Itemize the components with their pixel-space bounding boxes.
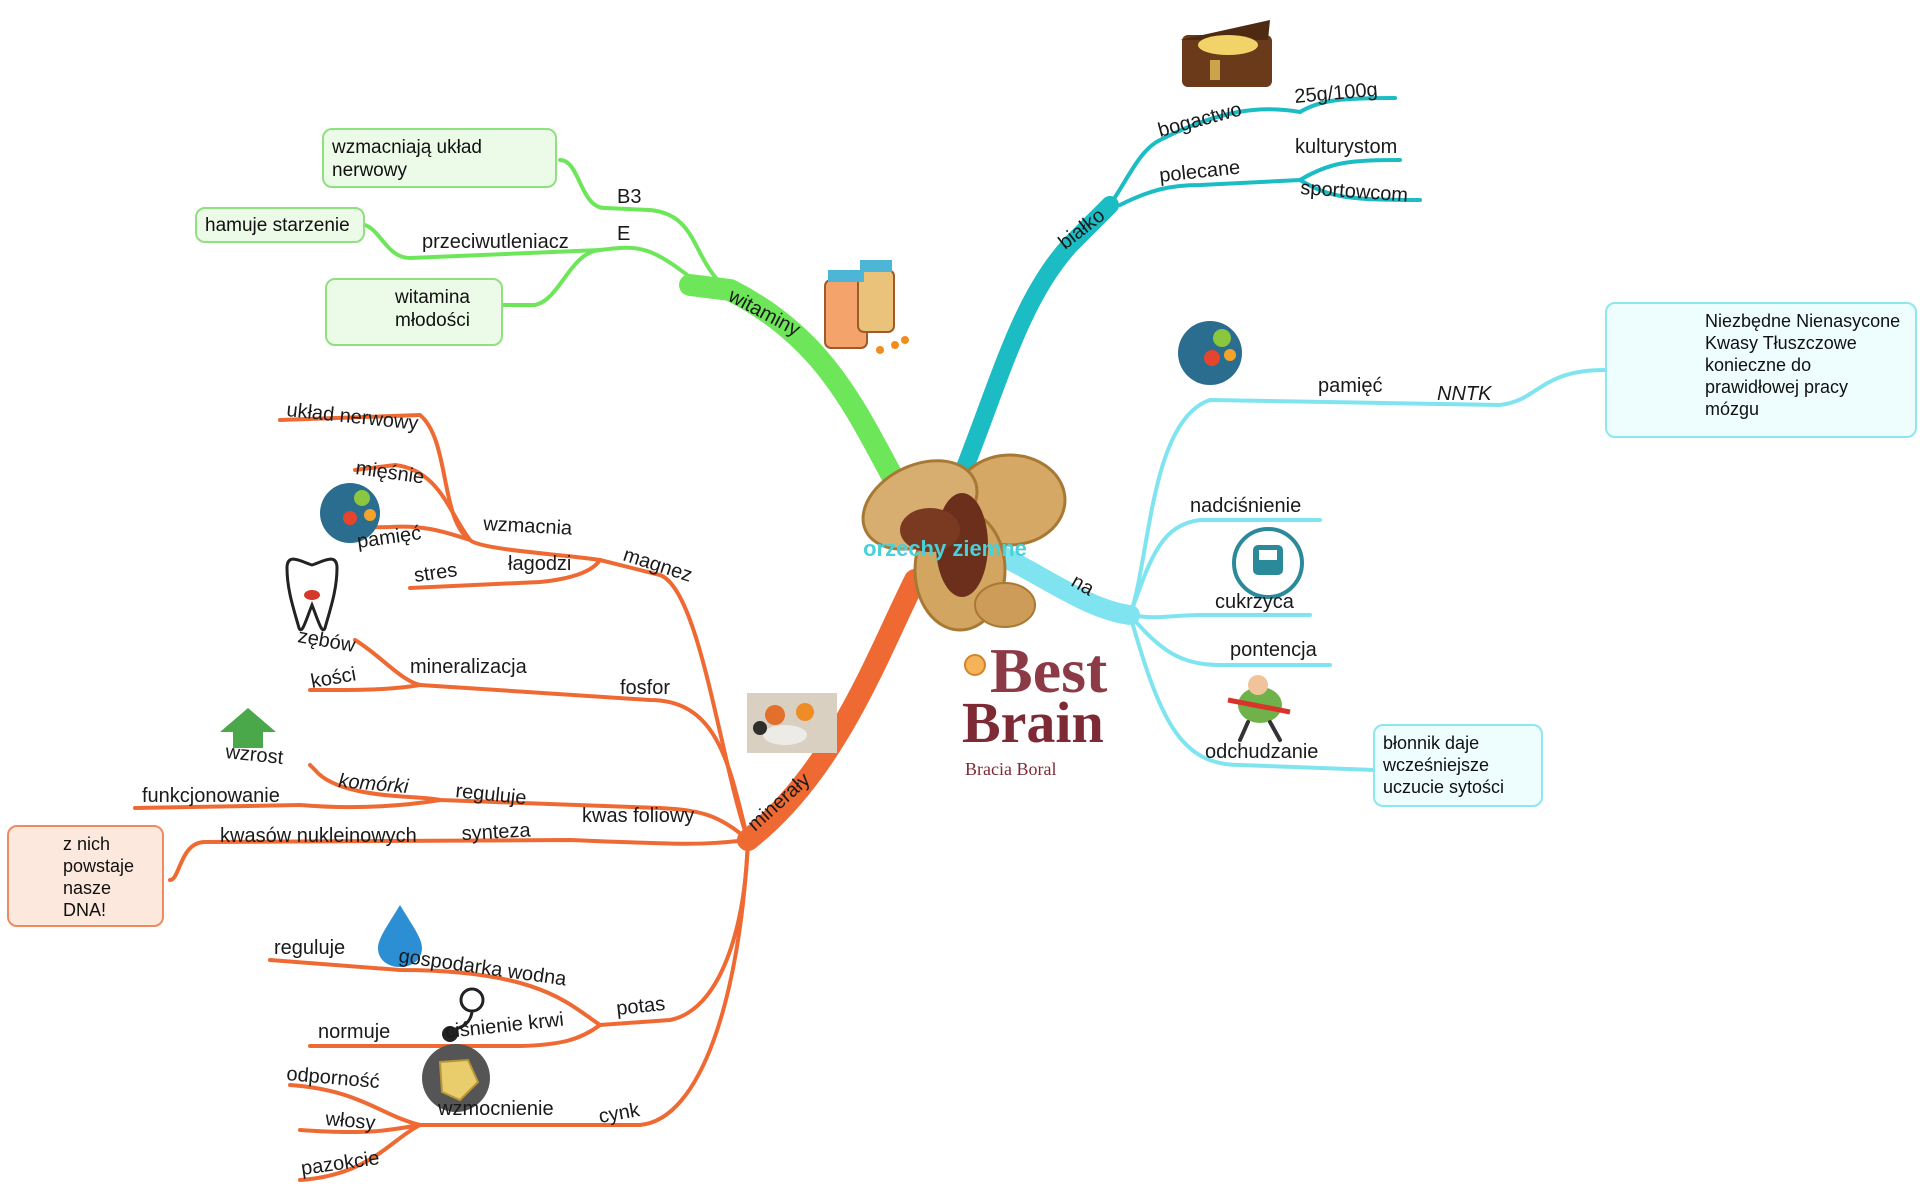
label-uklad-nerwowy: układ nerwowy [285,399,419,435]
peanut-image [861,453,1067,632]
head-gears-icon-2 [320,483,380,543]
treasure-chest-icon [1180,20,1272,87]
box-wzmacniaja-uklad-nerwowy: wzmacniają układ nerwowy [322,128,557,188]
box-nntk: Niezbędne Nienasycone Kwasy Tłuszczowe k… [1605,302,1917,438]
label-potas: potas [615,993,666,1020]
label-bogactwo: bogactwo [1156,98,1244,141]
vitamin-jars-icon [824,260,909,354]
branch-witaminy [679,274,911,501]
branch-mineraly [737,569,926,851]
label-nntk: NNTK [1437,383,1493,405]
label-fosfor: fosfor [620,677,670,699]
logo-sub: Bracia Boral [965,759,1056,779]
label-kwasow: kwasów nukleinowych [220,825,417,847]
label-pontencja: pontencja [1230,639,1318,661]
label-25g100g: 25g/100g [1294,79,1379,108]
box-hamuje-starzenie: hamuje starzenie [195,207,365,243]
water-drop-icon [378,905,422,967]
tooth-icon [285,557,339,632]
label-stres: stres [413,559,459,587]
box-witamina-mlodosci: witamina młodości [325,278,503,346]
label-b3: B3 [617,186,641,208]
label-pamiec-na: pamięć [1318,375,1382,397]
label-odpornosc: odporność [286,1063,381,1093]
food-photo-icon [747,693,837,753]
head-gears-icon [1178,321,1242,385]
label-nadcisnienie: nadciśnienie [1190,495,1301,517]
label-e: E [617,223,630,245]
label-przeciwutleniacz: przeciwutleniacz [422,231,569,253]
logo-line2: Brain [962,690,1104,755]
label-gospodarka: gospodarka wodna [397,945,568,990]
box-nntk-text: Niezbędne Nienasycone Kwasy Tłuszczowe k… [1705,311,1901,419]
label-wzrost: wzrost [223,741,284,769]
label-witaminy: witaminy [724,285,804,341]
bialko-links [1108,96,1422,207]
logo: Best Brain Bracia Boral [962,635,1108,779]
label-mineralizacja: mineralizacja [410,656,528,678]
label-cisnienie: ciśnienie krwi [444,1009,565,1043]
arrow-up-icon [220,708,276,748]
label-pazokcie: pazokcie [300,1147,381,1180]
label-reguluje2: reguluje [274,937,345,959]
branch-bialko [951,196,1119,489]
label-wlosy: włosy [324,1108,377,1134]
bulb-icon [964,654,986,676]
label-odchudzanie: odchudzanie [1205,741,1318,763]
label-reguluje: reguluje [454,780,527,809]
label-komorki: komórki [338,770,410,798]
box-dna-text: z nich powstaje nasze DNA! [63,834,135,920]
box-blonnik: błonnik daje wcześniejsze uczucie sytośc… [1373,724,1543,807]
glucose-meter-icon [1232,527,1304,599]
box-dna: z nich powstaje nasze DNA! [7,825,164,927]
center-title: orzechy ziemne [863,536,1027,561]
label-kulturystom: kulturystom [1295,136,1397,158]
label-magnez: magnez [620,544,694,587]
zinc-nugget-icon [422,1044,490,1112]
na-links [1128,368,1607,772]
label-wzmocnienie: wzmocnienie [437,1098,554,1120]
label-kwas-foliowy: kwas foliowy [582,805,694,827]
label-bialko: białko [1055,204,1110,254]
logo-line1: Best [990,635,1108,706]
label-sportowcom: sportowcom [1300,177,1409,206]
mineraly-links [133,412,750,1182]
label-lagodzi: łagodzi [508,553,571,575]
box-witamina-mlodosci-text: witamina młodości [395,287,470,331]
label-zebow: zębów [296,625,357,657]
label-miesnie: mięśnie [354,457,425,488]
label-cukrzyca: cukrzyca [1215,591,1295,613]
label-normuje: normuje [318,1021,390,1043]
witaminy-links [358,158,732,307]
label-funkcjonowanie: funkcjonowanie [142,785,280,807]
slimming-man-icon [1227,675,1291,742]
blood-pressure-icon [442,987,485,1042]
label-synteza: synteza [461,819,532,845]
branch-na [990,545,1140,625]
label-wzmacnia: wzmacnia [482,513,574,540]
